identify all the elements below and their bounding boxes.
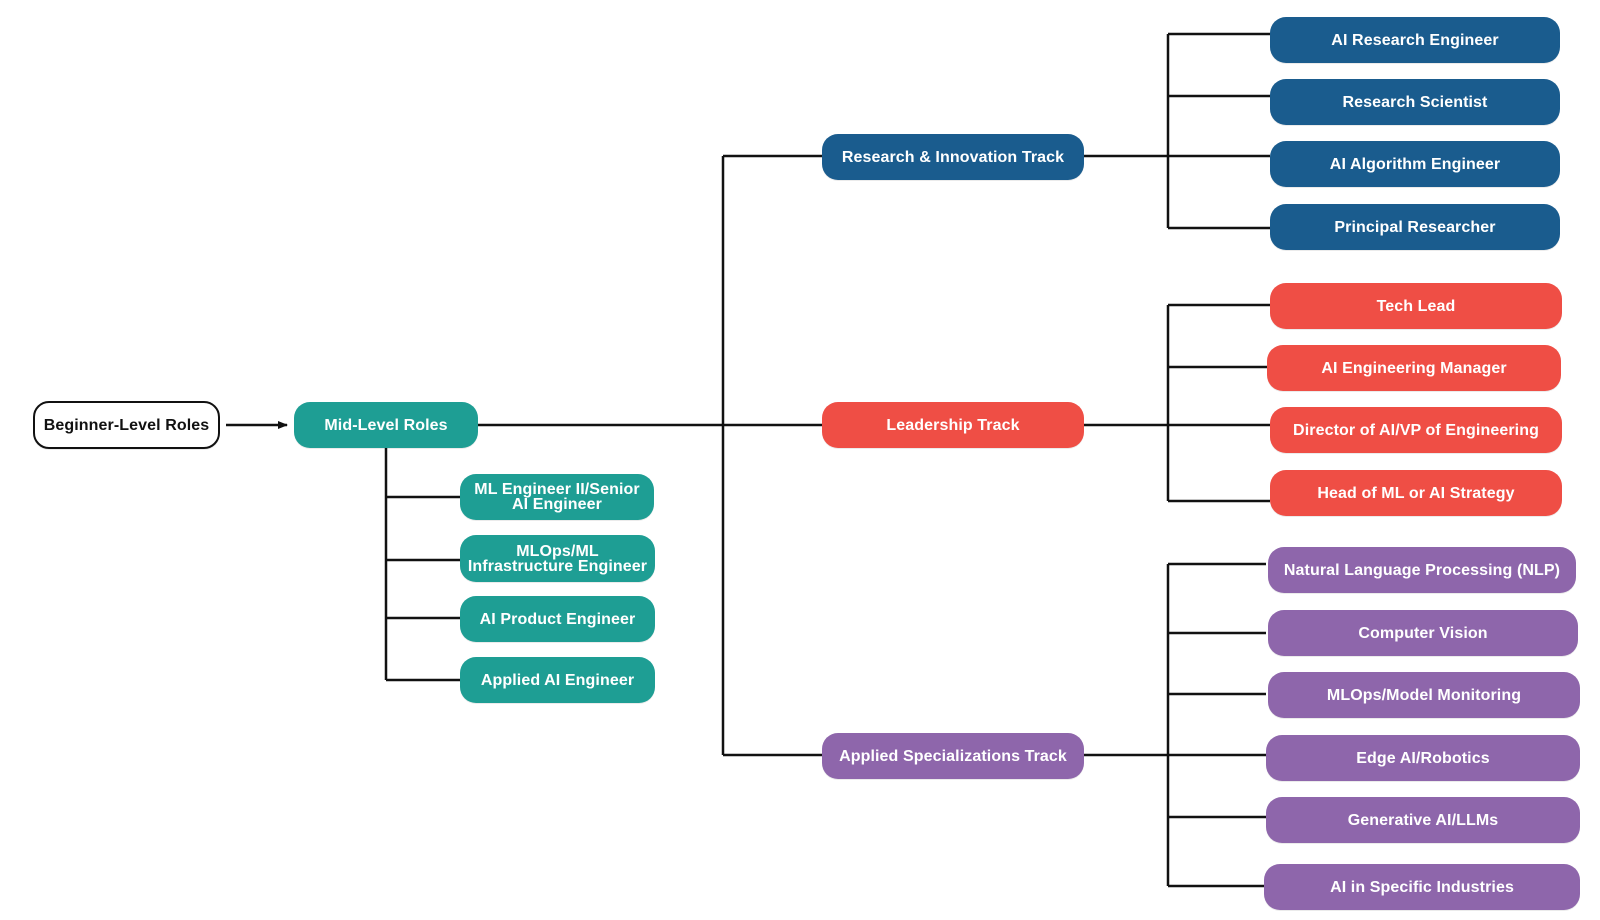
node-label: MLOps/Model Monitoring [1326, 686, 1522, 704]
node-research-scientist[interactable]: Research Scientist [1270, 79, 1560, 125]
node-label: AI in Specific Industries [1330, 878, 1514, 896]
node-edge-ai-robotics[interactable]: Edge AI/Robotics [1266, 735, 1580, 781]
node-label: Leadership Track [886, 416, 1020, 434]
node-natural-language-processing-nlp[interactable]: Natural Language Processing (NLP) [1268, 547, 1576, 593]
node-research-innovation-track[interactable]: Research & Innovation Track [822, 134, 1084, 180]
node-label: Applied AI Engineer [480, 671, 635, 689]
node-label: Natural Language Processing (NLP) [1283, 561, 1561, 579]
node-computer-vision[interactable]: Computer Vision [1268, 610, 1578, 656]
node-tech-lead[interactable]: Tech Lead [1270, 283, 1562, 329]
node-label: Research Scientist [1342, 93, 1488, 111]
node-label: MLOps/ML Infrastructure Engineer [467, 542, 648, 575]
node-ai-engineering-manager[interactable]: AI Engineering Manager [1267, 345, 1561, 391]
node-applied-specializations-track[interactable]: Applied Specializations Track [822, 733, 1084, 779]
node-label: Head of ML or AI Strategy [1317, 484, 1515, 502]
node-label: Computer Vision [1358, 624, 1488, 642]
node-label: Generative AI/LLMs [1347, 811, 1499, 829]
node-beginner-level-roles[interactable]: Beginner-Level Roles [33, 401, 220, 449]
node-ai-research-engineer[interactable]: AI Research Engineer [1270, 17, 1560, 63]
node-label: AI Research Engineer [1331, 31, 1499, 49]
node-director-of-ai-vp-of-engineering[interactable]: Director of AI/VP of Engineering [1270, 407, 1562, 453]
node-generative-ai-llms[interactable]: Generative AI/LLMs [1266, 797, 1580, 843]
node-applied-ai-engineer[interactable]: Applied AI Engineer [460, 657, 655, 703]
node-label: AI Engineering Manager [1321, 359, 1507, 377]
node-label: Research & Innovation Track [841, 148, 1065, 166]
node-label: Edge AI/Robotics [1356, 749, 1490, 767]
node-principal-researcher[interactable]: Principal Researcher [1270, 204, 1560, 250]
node-mlops-model-monitoring[interactable]: MLOps/Model Monitoring [1268, 672, 1580, 718]
node-mlops-ml-infrastructure-engineer[interactable]: MLOps/ML Infrastructure Engineer [460, 535, 655, 582]
node-ai-product-engineer[interactable]: AI Product Engineer [460, 596, 655, 642]
node-mid-level-roles[interactable]: Mid-Level Roles [294, 402, 478, 448]
node-ai-in-specific-industries[interactable]: AI in Specific Industries [1264, 864, 1580, 910]
node-label: ML Engineer II/Senior AI Engineer [474, 481, 640, 513]
node-label: Director of AI/VP of Engineering [1293, 421, 1539, 439]
node-head-of-ml-or-ai-strategy[interactable]: Head of ML or AI Strategy [1270, 470, 1562, 516]
node-leadership-track[interactable]: Leadership Track [822, 402, 1084, 448]
node-label: Principal Researcher [1334, 218, 1496, 236]
node-label: Mid-Level Roles [324, 416, 448, 434]
node-label: Beginner-Level Roles [43, 416, 210, 434]
node-label: Tech Lead [1376, 297, 1456, 315]
node-label: AI Product Engineer [479, 610, 636, 628]
node-ai-algorithm-engineer[interactable]: AI Algorithm Engineer [1270, 141, 1560, 187]
node-label: Applied Specializations Track [839, 747, 1067, 765]
node-label: AI Algorithm Engineer [1329, 155, 1501, 173]
node-ml-engineer-ii-senior-ai-engineer[interactable]: ML Engineer II/Senior AI Engineer [460, 474, 654, 520]
